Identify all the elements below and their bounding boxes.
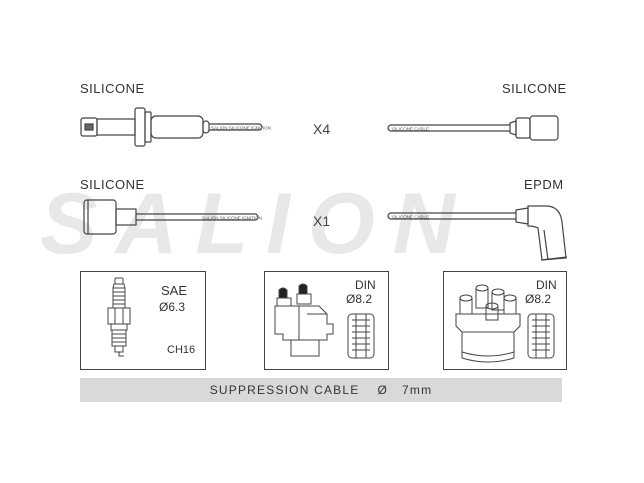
- row1-right-label: SILICONE: [502, 81, 567, 96]
- suppression-cable-label: SUPPRESSION CABLE: [209, 383, 360, 397]
- row2-quantity: X1: [313, 213, 331, 229]
- row1-quantity: X4: [313, 121, 331, 137]
- distributor-cap-icon: [455, 284, 521, 363]
- distributor-box: DIN Ø8.2: [443, 271, 567, 370]
- spark-plug-code: CH16: [167, 344, 196, 356]
- spark-plug-box: SAE Ø6.3 CH16: [80, 271, 206, 370]
- row2-right-label: EPDM: [524, 177, 564, 192]
- coil-standard: DIN: [355, 278, 376, 292]
- boot-detail-icon: [347, 313, 375, 359]
- watermark-text: SALION: [40, 185, 473, 265]
- coil-box: DIN Ø8.2: [264, 271, 389, 370]
- coil-diameter: Ø8.2: [346, 292, 373, 306]
- spark-plug-diameter: Ø6.3: [159, 300, 186, 314]
- row1-left-cable: SALION SILICONE IGNITION: [80, 107, 271, 147]
- row2-left-label: SILICONE: [80, 177, 145, 192]
- suppression-cable-bar: SUPPRESSION CABLE Ø 7mm: [80, 378, 562, 402]
- row2-left-cable: SALION SILICONE IGNITION: [83, 199, 262, 235]
- row2-right-cable-print: SILICONE CABLE: [392, 214, 429, 219]
- row1-right-cable-print: SILICONE CABLE: [392, 126, 429, 131]
- suppression-cable-value: 7mm: [402, 383, 433, 397]
- ignition-coil-icon: [274, 283, 334, 357]
- boot-detail-icon: [527, 313, 555, 359]
- spark-plug-standard: SAE: [161, 283, 188, 298]
- row1-right-cable: SILICONE CABLE: [387, 115, 559, 141]
- row2-left-cable-print: SALION SILICONE IGNITION: [202, 215, 262, 220]
- row2-right-cable: SILICONE CABLE: [387, 205, 568, 261]
- salion-watermark: SALION: [40, 185, 473, 265]
- diameter-symbol: Ø: [377, 383, 389, 397]
- row1-left-cable-print: SALION SILICONE IGNITION: [211, 126, 271, 131]
- row1-left-label: SILICONE: [80, 81, 145, 96]
- distributor-diameter: Ø8.2: [525, 292, 552, 306]
- spark-plug-icon: [107, 277, 131, 357]
- distributor-standard: DIN: [536, 278, 557, 292]
